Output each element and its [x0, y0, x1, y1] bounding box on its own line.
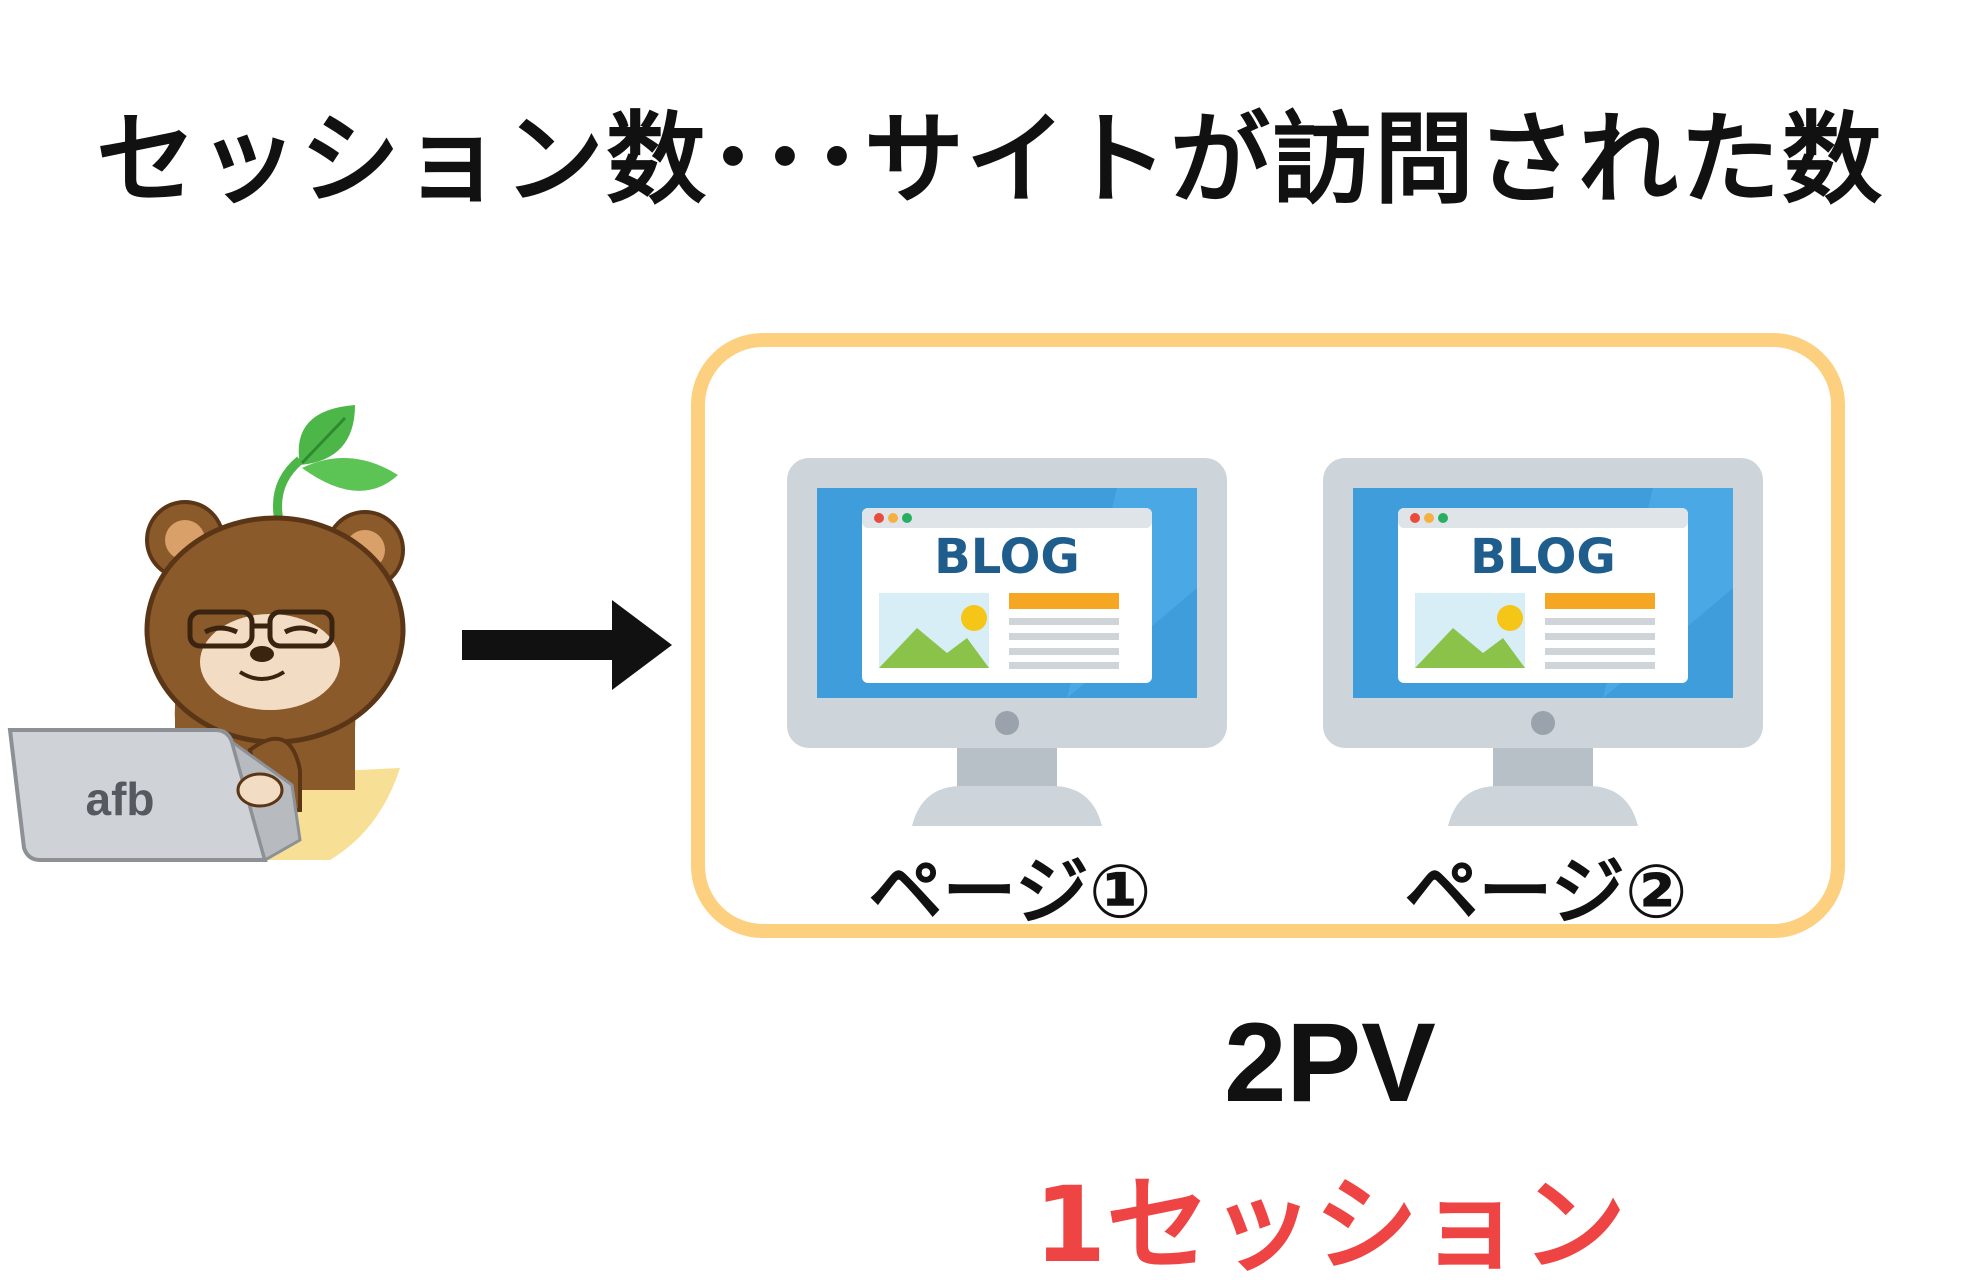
sprout-leaf-right: [302, 458, 398, 491]
session-count-label: 1セッション: [1033, 1164, 1627, 1280]
page-label-2: ページ②: [1404, 849, 1688, 935]
arrow-icon: [462, 600, 672, 690]
bear-nose: [250, 646, 274, 662]
page-label-1: ページ①: [868, 849, 1152, 935]
glasses-left-lens: [187, 609, 255, 649]
monitor-2-illustration: BLOG: [1323, 458, 1763, 826]
session-box: [691, 333, 1845, 938]
page-title: セッション数･･･サイトが訪問された数: [96, 101, 1884, 218]
blog-text: BLOG: [934, 529, 1080, 585]
bear-muzzle: [200, 614, 340, 710]
bear-mascot-illustration: afb: [7, 405, 406, 863]
monitor-1-illustration: BLOG: [787, 458, 1227, 826]
laptop-logo-text: afb: [86, 773, 155, 825]
sprout-stem: [273, 456, 304, 527]
pv-count-label: 2PV: [1224, 1000, 1436, 1125]
blog-text: BLOG: [1470, 529, 1616, 585]
glasses-right-lens: [267, 609, 335, 649]
